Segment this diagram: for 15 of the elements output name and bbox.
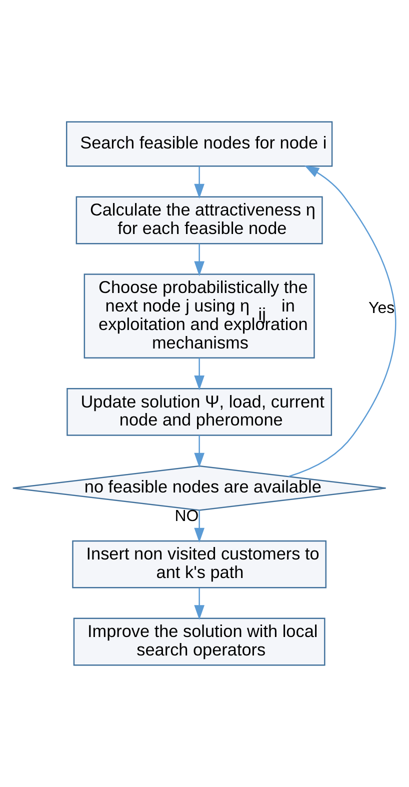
- arrow: [194, 510, 204, 543]
- node-box: Improve the solution with local search operators: [73, 618, 326, 666]
- arrow: [194, 244, 204, 276]
- arrow: [194, 435, 204, 468]
- arrow: [194, 166, 204, 199]
- node-box: Insert non visited customers to ant k's path: [72, 540, 326, 588]
- edge-label: NO: [174, 508, 199, 526]
- node-diamond: no feasible nodes are available: [12, 465, 386, 511]
- node-box: Update solution Ψ, load, current node and pheromone: [66, 388, 332, 436]
- node-box: Search feasible nodes for node i: [66, 121, 333, 167]
- arrow: [288, 165, 396, 478]
- arrow: [194, 358, 204, 390]
- edge-label: Yes: [368, 300, 395, 318]
- arrow: [194, 588, 204, 620]
- node-box: Calculate the attractiveness η for each feasible node: [76, 196, 323, 244]
